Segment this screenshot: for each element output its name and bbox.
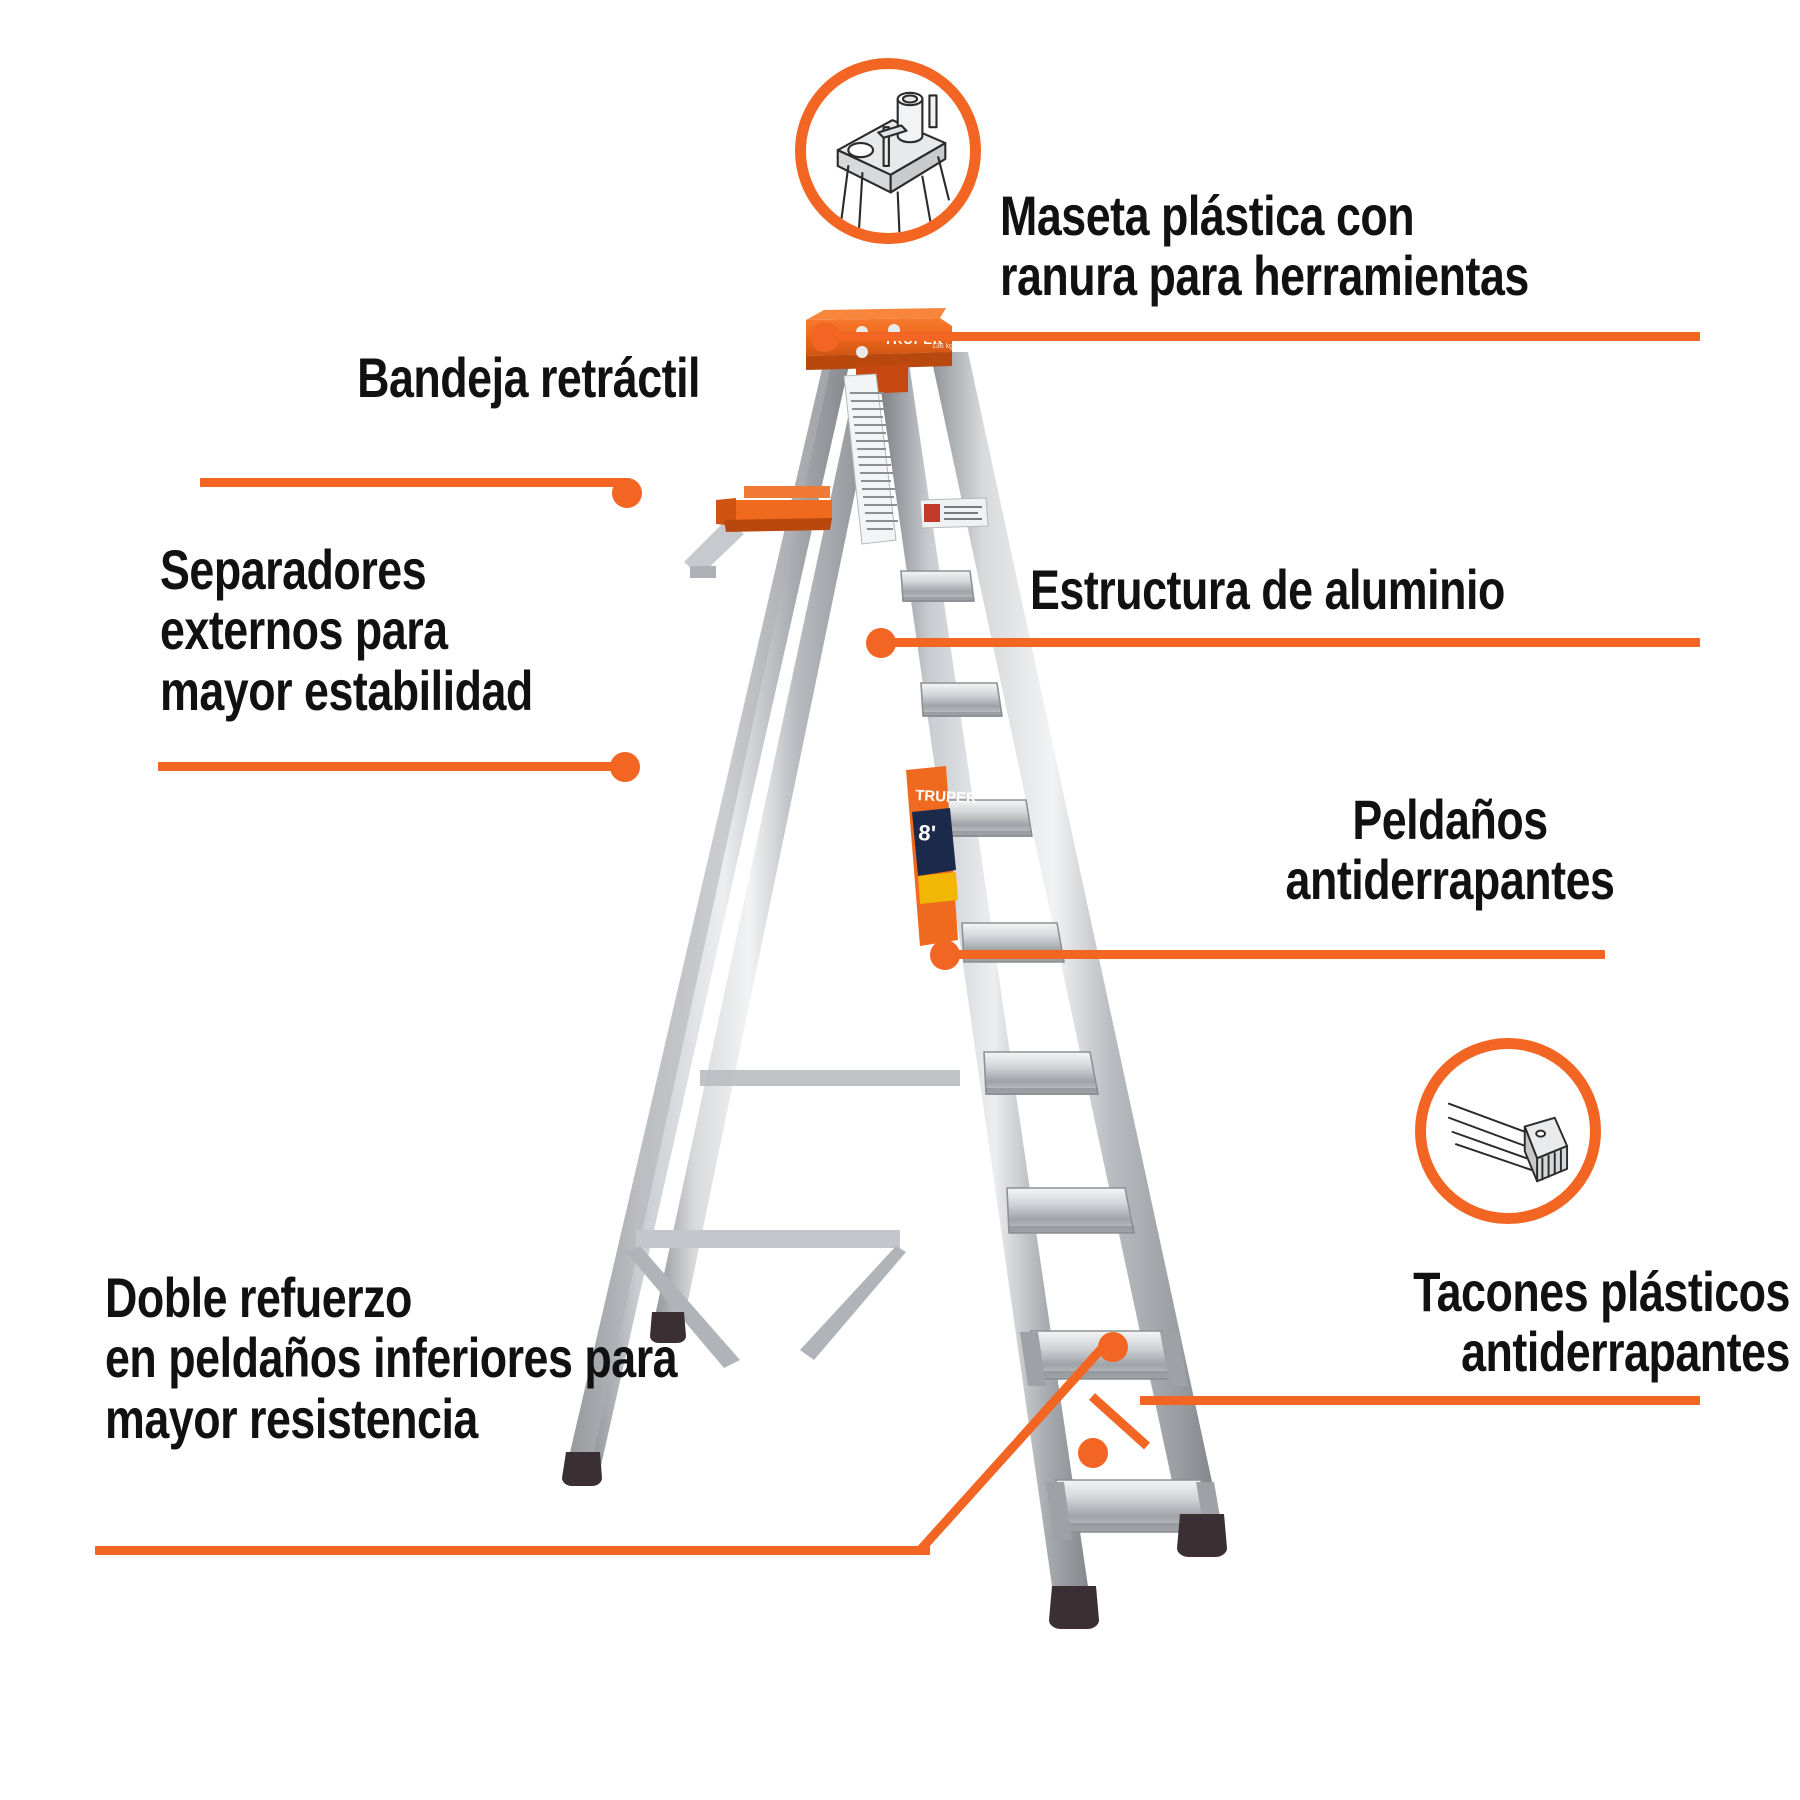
- callout-rule-tacones: [1140, 1396, 1700, 1405]
- ladder-top-cap-tool-slot-icon: [795, 58, 981, 244]
- callout-rule-peldanos: [955, 950, 1605, 959]
- callout-rule-maseta: [840, 332, 1700, 341]
- callout-label-bandeja: Bandeja retráctil: [357, 346, 700, 409]
- callout-dot-estructura: [866, 628, 896, 658]
- callout-dot-bandeja: [612, 478, 642, 508]
- callout-label-refuerzo: Doble refuerzo en peldaños inferiores pa…: [105, 1266, 678, 1450]
- svg-text:136 kg: 136 kg: [932, 343, 953, 350]
- callout-dot-tacones: [1078, 1438, 1108, 1468]
- callout-label-tacones: Tacones plásticos antiderrapantes: [1413, 1260, 1790, 1384]
- callout-dot-separadores: [610, 752, 640, 782]
- anti-slip-plastic-foot-icon: [1415, 1038, 1601, 1224]
- callout-rule-refuerzo: [95, 1546, 930, 1555]
- retractable-tray: [716, 486, 832, 532]
- callout-rule-separadores: [158, 762, 628, 771]
- callout-rule-estructura: [890, 638, 1700, 647]
- callout-rule-bandeja: [200, 478, 630, 487]
- callout-label-estructura: Estructura de aluminio: [1030, 558, 1505, 621]
- callout-dot-refuerzo: [1098, 1332, 1128, 1362]
- svg-text:TRUPER: TRUPER: [915, 787, 978, 807]
- callout-dot-peldanos: [930, 940, 960, 970]
- svg-text:8': 8': [918, 820, 937, 846]
- callout-label-maseta: Maseta plástica con ranura para herramie…: [1000, 184, 1529, 308]
- callout-dot-maseta: [810, 322, 840, 352]
- callout-label-separadores: Separadores externos para mayor estabili…: [160, 538, 533, 722]
- callout-label-peldanos: Peldaños antiderrapantes: [1285, 788, 1615, 912]
